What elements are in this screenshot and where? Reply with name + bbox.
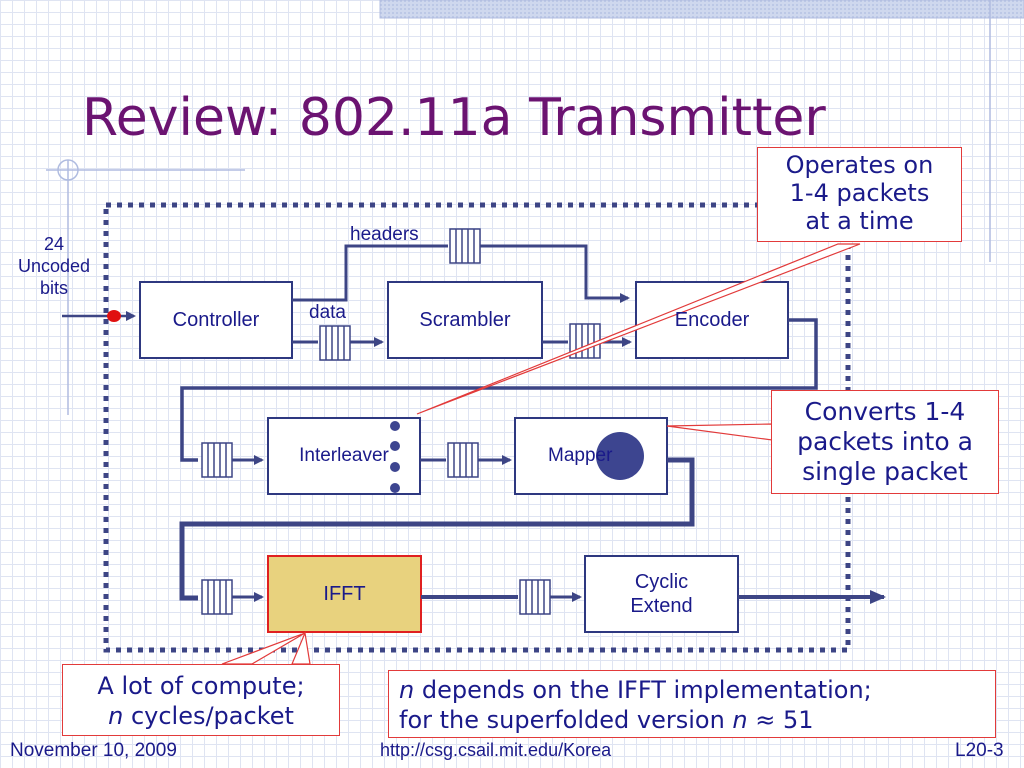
- slide-title: Review: 802.11a Transmitter: [82, 88, 826, 148]
- packets-callout-pointer: [416, 243, 861, 415]
- footer-url: http://csg.csail.mit.edu/Korea: [380, 740, 612, 760]
- input-label-line-1: 24: [43, 234, 65, 254]
- ifft-note-line-2: for the superfolded version n ≈ 51: [399, 705, 995, 735]
- packets-callout: Operates on 1-4 packets at a time: [757, 147, 962, 242]
- headers-wire: [292, 244, 448, 302]
- ifft-in-fifo: [201, 579, 233, 615]
- compute-callout: A lot of compute; n cycles/packet: [62, 664, 340, 736]
- footer-date: November 10, 2009: [10, 740, 177, 761]
- headers-label: headers: [350, 224, 419, 245]
- ifft-note-line-2-end: ≈ 51: [747, 706, 814, 734]
- packets-callout-line-1: Operates on: [785, 151, 934, 179]
- ifft-note-callout: n depends on the IFFT implementation; fo…: [388, 670, 996, 738]
- data-fifo: [319, 325, 351, 361]
- compute-callout-line-2-text: cycles/packet: [130, 702, 294, 730]
- scrambler-block: [387, 281, 543, 359]
- input-label-line-2: Uncoded: [17, 256, 91, 276]
- converts-callout: Converts 1-4 packets into a single packe…: [771, 390, 999, 494]
- ifft-cyclic-fifo: [519, 579, 551, 615]
- cyclic-extend-block: [584, 555, 739, 633]
- interleaver-dot-4: [390, 483, 400, 493]
- headers-fifo: [449, 228, 481, 264]
- interleaver-dot-2: [390, 441, 400, 451]
- ifft-note-var-1: n: [399, 676, 415, 704]
- interleaver-in-fifo: [201, 442, 233, 478]
- ifft-note-line-1-text: depends on the IFFT implementation;: [414, 676, 872, 704]
- converts-callout-line-2: packets into a: [797, 427, 973, 456]
- interleaver-dot-1: [390, 421, 400, 431]
- ifft-label: IFFT: [323, 582, 366, 605]
- converts-callout-pointer: [666, 423, 773, 441]
- packets-callout-line-3: at a time: [805, 207, 914, 235]
- mapper-label: Mapper: [548, 445, 613, 466]
- interleaver-dot-3: [390, 462, 400, 472]
- mapper-big-dot: [596, 432, 644, 480]
- headers-to-encoder-wire: [480, 244, 630, 303]
- ifft-note-line-1: n depends on the IFFT implementation;: [399, 675, 995, 705]
- compute-var: n: [108, 702, 124, 730]
- converts-callout-line-1: Converts 1-4: [804, 397, 966, 426]
- scrambler-label: Scrambler: [419, 308, 511, 331]
- input-label-line-3: bits: [39, 278, 68, 298]
- ifft-note-var-2: n: [732, 706, 748, 734]
- crosshair-circle: [57, 159, 79, 181]
- ifft-note-line-2-text: for the superfolded version: [399, 706, 733, 734]
- input-label: 24 Uncoded bits: [12, 233, 96, 299]
- encoder-label: Encoder: [674, 308, 750, 331]
- ifft-block: [267, 555, 422, 633]
- interleaver-mapper-fifo: [447, 442, 479, 478]
- controller-label: Controller: [172, 308, 260, 331]
- encoder-to-interleaver-wire: [180, 318, 818, 462]
- texture-band-top-right: [379, 0, 1024, 19]
- mapper-to-ifft-wire: [179, 457, 695, 601]
- cyclic-extend-line-1: Cyclic: [634, 571, 689, 593]
- data-label: data: [309, 302, 346, 323]
- converts-callout-line-3: single packet: [802, 457, 968, 486]
- cyclic-extend-line-2: Extend: [630, 595, 693, 617]
- compute-callout-line-1: A lot of compute;: [97, 672, 305, 700]
- compute-callout-line-2: n cycles/packet: [63, 701, 339, 731]
- controller-block: [139, 281, 293, 359]
- interleaver-label: Interleaver: [299, 445, 389, 466]
- footer-slide-number: L20-3: [955, 740, 1004, 761]
- input-dot: [107, 310, 121, 322]
- cyclic-extend-label: Cyclic Extend: [585, 556, 738, 632]
- packets-callout-line-2: 1-4 packets: [789, 179, 930, 207]
